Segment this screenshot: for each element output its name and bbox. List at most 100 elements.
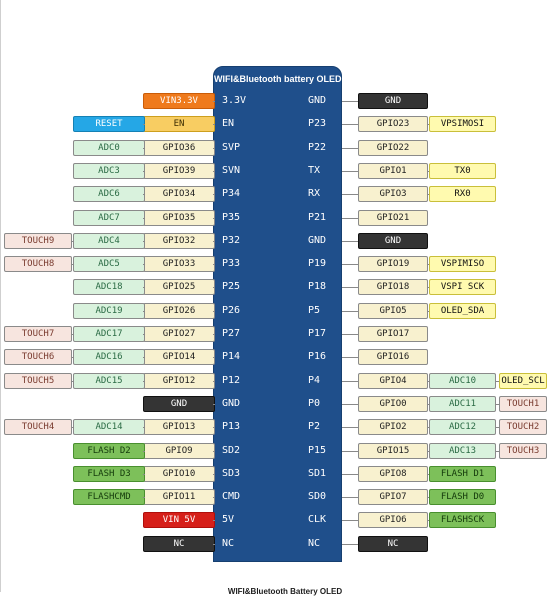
- right-tag-oled-sda: OLED_SDA: [429, 302, 496, 319]
- right-tag-touch3: TOUCH3: [499, 442, 547, 459]
- board-pin-label-right: P0: [308, 397, 321, 409]
- board-pin-label-right: P19: [308, 258, 327, 270]
- left-pin-connector: [213, 357, 215, 359]
- left-tag-gnd: GND: [143, 395, 215, 412]
- board-pin-label-left: SVP: [222, 141, 241, 153]
- board-pin-label-left: P34: [222, 188, 241, 200]
- board-pin-label-left: CMD: [222, 491, 241, 503]
- right-tag-gpio4: GPIO4: [358, 372, 428, 389]
- right-pin-connector: [342, 357, 358, 359]
- left-pin-connector: [143, 450, 145, 452]
- right-pin-connector: [342, 520, 358, 522]
- left-tag-gpio39: GPIO39: [143, 162, 215, 179]
- left-tag-gpio14: GPIO14: [143, 349, 215, 366]
- right-tag-gnd: GND: [358, 232, 428, 249]
- left-pin-connector: [213, 334, 215, 335]
- right-tag-adc11: ADC11: [429, 395, 496, 412]
- left-tag-gpio26: GPIO26: [143, 302, 215, 319]
- board-pin-label-right: P4: [308, 374, 321, 386]
- left-pin-connector: [213, 497, 215, 499]
- left-tag-adc4: ADC4: [73, 232, 145, 249]
- left-pin-connector: [143, 287, 145, 289]
- board-pin-label-right: P17: [308, 328, 327, 339]
- right-pin-connector: [428, 124, 429, 126]
- left-pin-connector: [213, 101, 215, 102]
- right-tag-vspimiso: VSPIMISO: [429, 256, 496, 273]
- right-tag-gpio15: GPIO15: [358, 442, 428, 459]
- right-tag-flashsck: FLASHSCK: [429, 512, 496, 529]
- left-tag-adc7: ADC7: [73, 209, 145, 226]
- left-pin-connector: [213, 217, 215, 219]
- right-pin-connector: [342, 450, 358, 452]
- left-pin-connector: [72, 240, 73, 242]
- left-pin-connector: [213, 520, 215, 522]
- left-tag-adc18: ADC18: [73, 279, 145, 296]
- left-pin-connector: [213, 147, 215, 149]
- right-tag-touch2: TOUCH2: [499, 419, 547, 436]
- esp32-board-body: WIFI&Bluetooth battery OLED: [213, 66, 342, 562]
- left-pin-connector: [143, 357, 145, 359]
- right-tag-gpio21: GPIO21: [358, 209, 428, 226]
- left-tag-gpio33: GPIO33: [143, 256, 215, 273]
- left-pin-connector: [143, 194, 145, 196]
- left-pin-connector: [143, 147, 145, 149]
- board-pin-label-left: P27: [222, 328, 241, 339]
- right-pin-connector: [428, 170, 429, 172]
- right-pin-connector: [342, 124, 358, 126]
- right-tag-gpio16: GPIO16: [358, 349, 428, 366]
- board-pin-label-left: EN: [222, 118, 235, 130]
- left-pin-connector: [213, 543, 215, 545]
- right-pin-connector: [342, 217, 358, 219]
- left-pin-connector: [143, 473, 145, 475]
- right-pin-connector: [428, 450, 429, 452]
- right-tag-touch1: TOUCH1: [499, 395, 547, 412]
- right-tag-gpio22: GPIO22: [358, 139, 428, 156]
- board-pin-label-left: P12: [222, 374, 241, 386]
- right-tag-gpio18: GPIO18: [358, 279, 428, 296]
- right-pin-connector: [342, 310, 358, 312]
- left-pin-connector: [143, 240, 145, 242]
- right-pin-connector: [496, 403, 499, 405]
- right-tag-nc: NC: [358, 535, 428, 552]
- right-pin-connector: [342, 403, 358, 405]
- right-pin-connector: [342, 147, 358, 149]
- right-pin-connector: [496, 427, 499, 429]
- board-pin-label-left: SD2: [222, 444, 241, 456]
- left-pin-connector: [213, 310, 215, 312]
- board-pin-label-right: P15: [308, 444, 327, 456]
- right-tag-gnd: GND: [358, 93, 428, 109]
- page-left-border: [0, 0, 1, 592]
- right-pin-connector: [428, 264, 429, 266]
- left-tag-gpio9: GPIO9: [143, 442, 215, 459]
- right-pin-connector: [428, 473, 429, 475]
- board-pin-label-left: P32: [222, 234, 241, 246]
- left-tag-touch5: TOUCH5: [4, 372, 72, 389]
- board-pin-label-right: P5: [308, 304, 321, 316]
- board-pin-label-left: P13: [222, 421, 241, 433]
- right-tag-gpio0: GPIO0: [358, 395, 428, 412]
- left-tag-flash-d3: FLASH D3: [73, 465, 145, 482]
- diagram-footer-title: WIFI&Bluetooth Battery OLED: [227, 587, 343, 596]
- left-tag-vin3-3v: VIN3.3V: [143, 93, 215, 109]
- board-pin-label-right: GND: [308, 95, 327, 106]
- right-tag-oled-scl: OLED_SCL: [499, 372, 547, 389]
- left-pin-connector: [72, 334, 73, 335]
- board-pin-label-right: P16: [308, 351, 327, 363]
- left-pin-connector: [213, 473, 215, 475]
- board-pin-label-left: 3.3V: [222, 95, 247, 106]
- right-pin-connector: [428, 403, 429, 405]
- right-tag-gpio1: GPIO1: [358, 162, 428, 179]
- right-pin-connector: [342, 264, 358, 266]
- board-pin-label-right: SD0: [308, 491, 327, 503]
- left-tag-adc14: ADC14: [73, 419, 145, 436]
- board-title: WIFI&Bluetooth battery OLED: [214, 74, 342, 84]
- right-pin-connector: [342, 240, 358, 242]
- right-pin-connector: [342, 427, 358, 429]
- left-pin-connector: [143, 334, 145, 335]
- left-tag-gpio34: GPIO34: [143, 186, 215, 203]
- board-pin-label-right: P22: [308, 141, 327, 153]
- right-pin-connector: [496, 450, 499, 452]
- right-pin-connector: [428, 287, 429, 289]
- right-tag-flash-d1: FLASH D1: [429, 465, 496, 482]
- left-tag-touch4: TOUCH4: [4, 419, 72, 436]
